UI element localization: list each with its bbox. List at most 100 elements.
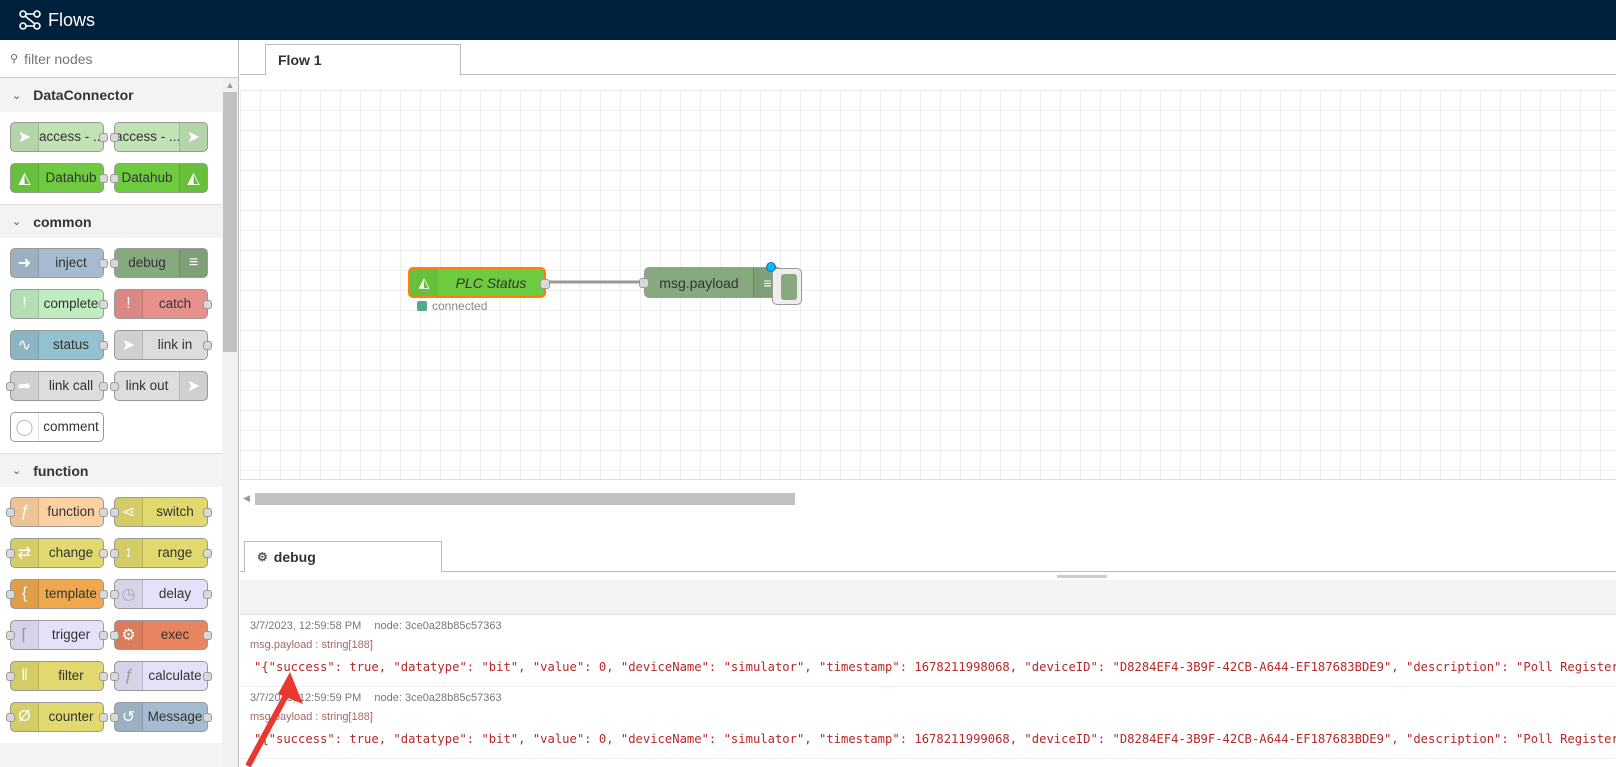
debug-toolbar	[240, 580, 1616, 615]
category-dataconnector-header[interactable]: ⌄ DataConnector	[0, 78, 223, 112]
scrollbar-thumb[interactable]	[223, 92, 237, 352]
node-label: debug	[128, 255, 166, 270]
palette-node-datahub-out[interactable]: Datahub ◭	[110, 162, 208, 193]
palette-node-access-in[interactable]: ➤ access - ...	[10, 121, 108, 152]
palette-node-access-out[interactable]: access - ... ➤	[110, 121, 208, 152]
clock-icon: ◷	[115, 579, 143, 608]
inject-arrow-icon: ➜	[11, 248, 39, 277]
category-label: function	[33, 462, 89, 479]
node-label: PLC Status	[455, 274, 527, 291]
bug-icon: ⚙	[257, 550, 268, 564]
flows-logo-icon	[19, 10, 41, 30]
status-dot-icon	[417, 301, 427, 311]
palette-node-function[interactable]: ƒ function	[6, 496, 108, 527]
debug-message[interactable]: 3/7/2023, 12:59:59 PM node: 3ce0a28b85c5…	[240, 687, 1616, 759]
tab-debug[interactable]: ⚙ debug	[244, 541, 442, 573]
node-label: link call	[48, 378, 94, 393]
palette-node-comment[interactable]: ◯ comment	[10, 411, 104, 442]
input-port[interactable]	[639, 278, 649, 288]
node-label: inject	[55, 255, 87, 270]
flow-canvas[interactable]: ◭ PLC Status connected msg.payload ≡	[240, 90, 1616, 480]
message-meta: 3/7/2023, 12:59:58 PM node: 3ce0a28b85c5…	[250, 620, 1616, 637]
node-label: access - ...	[39, 129, 103, 144]
palette-node-exec[interactable]: ⚙ exec	[110, 619, 212, 650]
palette-list[interactable]: ⌄ DataConnector ➤ access - ... access - …	[0, 78, 223, 767]
palette-node-calculate[interactable]: ƒ calculate	[110, 660, 212, 691]
message-node-id[interactable]: node: 3ce0a28b85c57363	[374, 620, 502, 632]
node-label: delay	[158, 586, 192, 601]
exclamation-icon: !	[11, 289, 39, 318]
debug-message[interactable]: 3/7/2023, 12:59:58 PM node: 3ce0a28b85c5…	[240, 615, 1616, 687]
palette-node-switch[interactable]: ⋖ switch	[110, 496, 212, 527]
pulse-icon: ∿	[11, 330, 39, 359]
flow-node-debug[interactable]: msg.payload ≡	[639, 267, 782, 298]
category-label: DataConnector	[33, 87, 134, 103]
palette-node-range[interactable]: ↕ range	[110, 537, 212, 568]
debug-toggle-button[interactable]	[772, 268, 802, 305]
filter-nodes-input[interactable]	[22, 49, 213, 68]
palette-node-trigger[interactable]: ⌈ trigger	[6, 619, 108, 650]
palette-node-catch[interactable]: ! catch	[114, 288, 212, 319]
trigger-icon: ⌈	[11, 620, 39, 649]
palette-node-datahub-in[interactable]: ◭ Datahub	[10, 162, 108, 193]
search-icon: ⚲	[10, 53, 19, 65]
node-label: exec	[160, 627, 190, 642]
wire[interactable]	[240, 90, 840, 390]
list-icon: ≡	[179, 248, 207, 277]
range-icon: ↕	[115, 538, 143, 567]
node-label: filter	[58, 668, 84, 683]
message-meta: 3/7/2023, 12:59:59 PM node: 3ce0a28b85c5…	[250, 692, 1616, 709]
node-label: switch	[156, 504, 194, 519]
palette-node-message[interactable]: ↺ Message	[110, 701, 212, 732]
flow-node-plc-status[interactable]: ◭ PLC Status	[408, 267, 550, 298]
canvas-horizontal-scrollbar[interactable]: ◀	[240, 490, 1616, 506]
message-topic: msg.payload : string[188]	[250, 639, 373, 651]
message-time: 3/7/2023, 12:59:59 PM	[250, 692, 362, 704]
scroll-up-icon[interactable]: ▲	[225, 80, 235, 90]
palette-node-inject[interactable]: ➜ inject	[10, 247, 108, 278]
category-common-header[interactable]: ⌄ common	[0, 204, 223, 238]
palette-node-debug[interactable]: debug ≡	[110, 247, 208, 278]
resize-handle[interactable]	[1057, 575, 1107, 578]
node-label: Message	[147, 709, 203, 724]
node-palette: ⚲ ⌄ DataConnector ➤ access - ... access …	[0, 40, 239, 767]
message-node-id[interactable]: node: 3ce0a28b85c57363	[374, 692, 502, 704]
category-common: ➜ inject debug ≡ ! complete !	[0, 238, 223, 453]
chevron-down-icon: ⌄	[12, 89, 22, 102]
output-port[interactable]	[540, 279, 550, 289]
database-icon: ◭	[11, 163, 39, 192]
palette-node-link-call[interactable]: ➦ link call	[6, 370, 108, 401]
history-icon: ↺	[115, 702, 143, 731]
palette-filter[interactable]: ⚲	[0, 40, 238, 78]
palette-node-delay[interactable]: ◷ delay	[110, 578, 212, 609]
palette-node-complete[interactable]: ! complete	[10, 288, 108, 319]
palette-node-link-in[interactable]: ➤ link in	[114, 329, 212, 360]
palette-scrollbar[interactable]: ▲	[222, 78, 238, 767]
palette-node-link-out[interactable]: link out ➤	[110, 370, 208, 401]
node-label: Datahub	[45, 170, 97, 185]
palette-node-change[interactable]: ⇄ change	[6, 537, 108, 568]
message-payload[interactable]: "{"success": true, "datatype": "bit", "v…	[254, 660, 1616, 674]
scroll-left-icon[interactable]: ◀	[243, 493, 250, 503]
node-label: msg.payload	[659, 274, 739, 291]
node-label: function	[47, 504, 95, 519]
switch-icon: ⋖	[115, 497, 143, 526]
category-function-header[interactable]: ⌄ function	[0, 453, 223, 487]
node-label: trigger	[51, 627, 91, 642]
workspace-tabs: Flow 1	[240, 40, 1616, 76]
database-icon: ◭	[410, 269, 438, 296]
tab-flow-1[interactable]: Flow 1	[265, 44, 461, 76]
exclamation-icon: !	[115, 289, 143, 318]
link-in-icon: ➤	[115, 330, 143, 359]
curly-brace-icon: {	[11, 579, 39, 608]
palette-node-filter[interactable]: ‖ filter	[6, 660, 108, 691]
palette-node-template[interactable]: { template	[6, 578, 108, 609]
scrollbar-thumb[interactable]	[255, 493, 795, 505]
arrow-out-icon: ➤	[179, 122, 207, 151]
palette-node-counter[interactable]: Ø counter	[6, 701, 108, 732]
palette-node-status[interactable]: ∿ status	[10, 329, 108, 360]
message-payload[interactable]: "{"success": true, "datatype": "bit", "v…	[254, 732, 1616, 746]
speech-bubble-icon: ◯	[11, 412, 39, 441]
category-function: ƒ function ⋖ switch ⇄ change	[0, 487, 223, 743]
debug-messages[interactable]: 3/7/2023, 12:59:58 PM node: 3ce0a28b85c5…	[240, 615, 1616, 767]
